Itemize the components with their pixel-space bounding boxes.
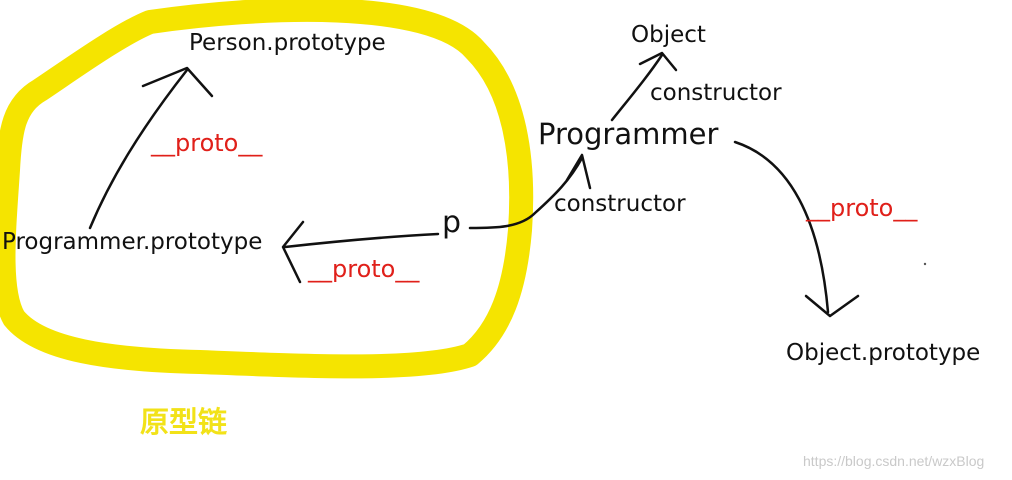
- prototype-chain-caption: 原型链: [140, 405, 228, 439]
- edge-label-constructor-p: constructor: [554, 191, 686, 217]
- arrow-programmer-to-object-prototype: [733, 140, 830, 314]
- arrowhead-object: [638, 51, 678, 72]
- node-p: p: [442, 205, 462, 240]
- arrow-programmer-prototype-to-person-prototype: [88, 68, 189, 230]
- node-object-prototype: Object.prototype: [786, 340, 981, 366]
- node-object: Object: [631, 22, 706, 48]
- arrowhead-programmer: [565, 153, 592, 190]
- stray-dot: [923, 262, 927, 266]
- watermark: https://blog.csdn.net/wzxBlog: [803, 453, 985, 469]
- arrowhead-programmer-prototype: [281, 220, 305, 284]
- arrow-p-to-programmer-prototype: [283, 232, 440, 249]
- edge-label-proto-object-prototype: __proto__: [806, 194, 918, 222]
- node-programmer-prototype: Programmer.prototype: [2, 229, 263, 255]
- node-person-prototype: Person.prototype: [189, 30, 386, 56]
- arrowhead-person-prototype: [141, 66, 214, 98]
- arrowhead-object-prototype: [804, 294, 860, 318]
- prototype-chain-highlight: [0, 0, 534, 379]
- arrow-programmer-to-object: [610, 53, 664, 122]
- edge-label-constructor-object: constructor: [650, 80, 782, 106]
- edge-label-proto-p: __proto__: [308, 255, 420, 283]
- edge-label-proto-person: __proto__: [151, 129, 263, 157]
- node-programmer: Programmer: [538, 117, 719, 151]
